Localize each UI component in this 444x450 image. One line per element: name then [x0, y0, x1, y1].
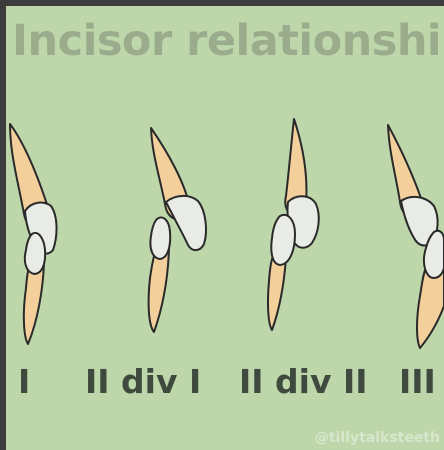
class-ii-div-i-lower-crown	[150, 217, 170, 259]
class-ii-div-ii-teeth	[268, 119, 319, 330]
watermark: @tillytalksteeth	[315, 430, 440, 446]
class-i-teeth	[10, 124, 57, 344]
class-i-lower-crown	[25, 233, 45, 274]
class-ii-div-i-upper-crown	[166, 196, 206, 250]
class-i-label: I	[18, 362, 30, 401]
class-iii-label: III	[399, 362, 436, 401]
diagram-panel: Incisor relationship	[6, 6, 444, 450]
class-ii-div-i-teeth	[149, 128, 206, 332]
class-iii-teeth	[388, 125, 444, 348]
teeth-illustration	[6, 6, 444, 450]
class-ii-div-ii-lower-crown	[271, 215, 295, 265]
class-ii-div-ii-label: II div II	[239, 362, 368, 401]
class-ii-div-i-label: II div I	[85, 362, 201, 401]
